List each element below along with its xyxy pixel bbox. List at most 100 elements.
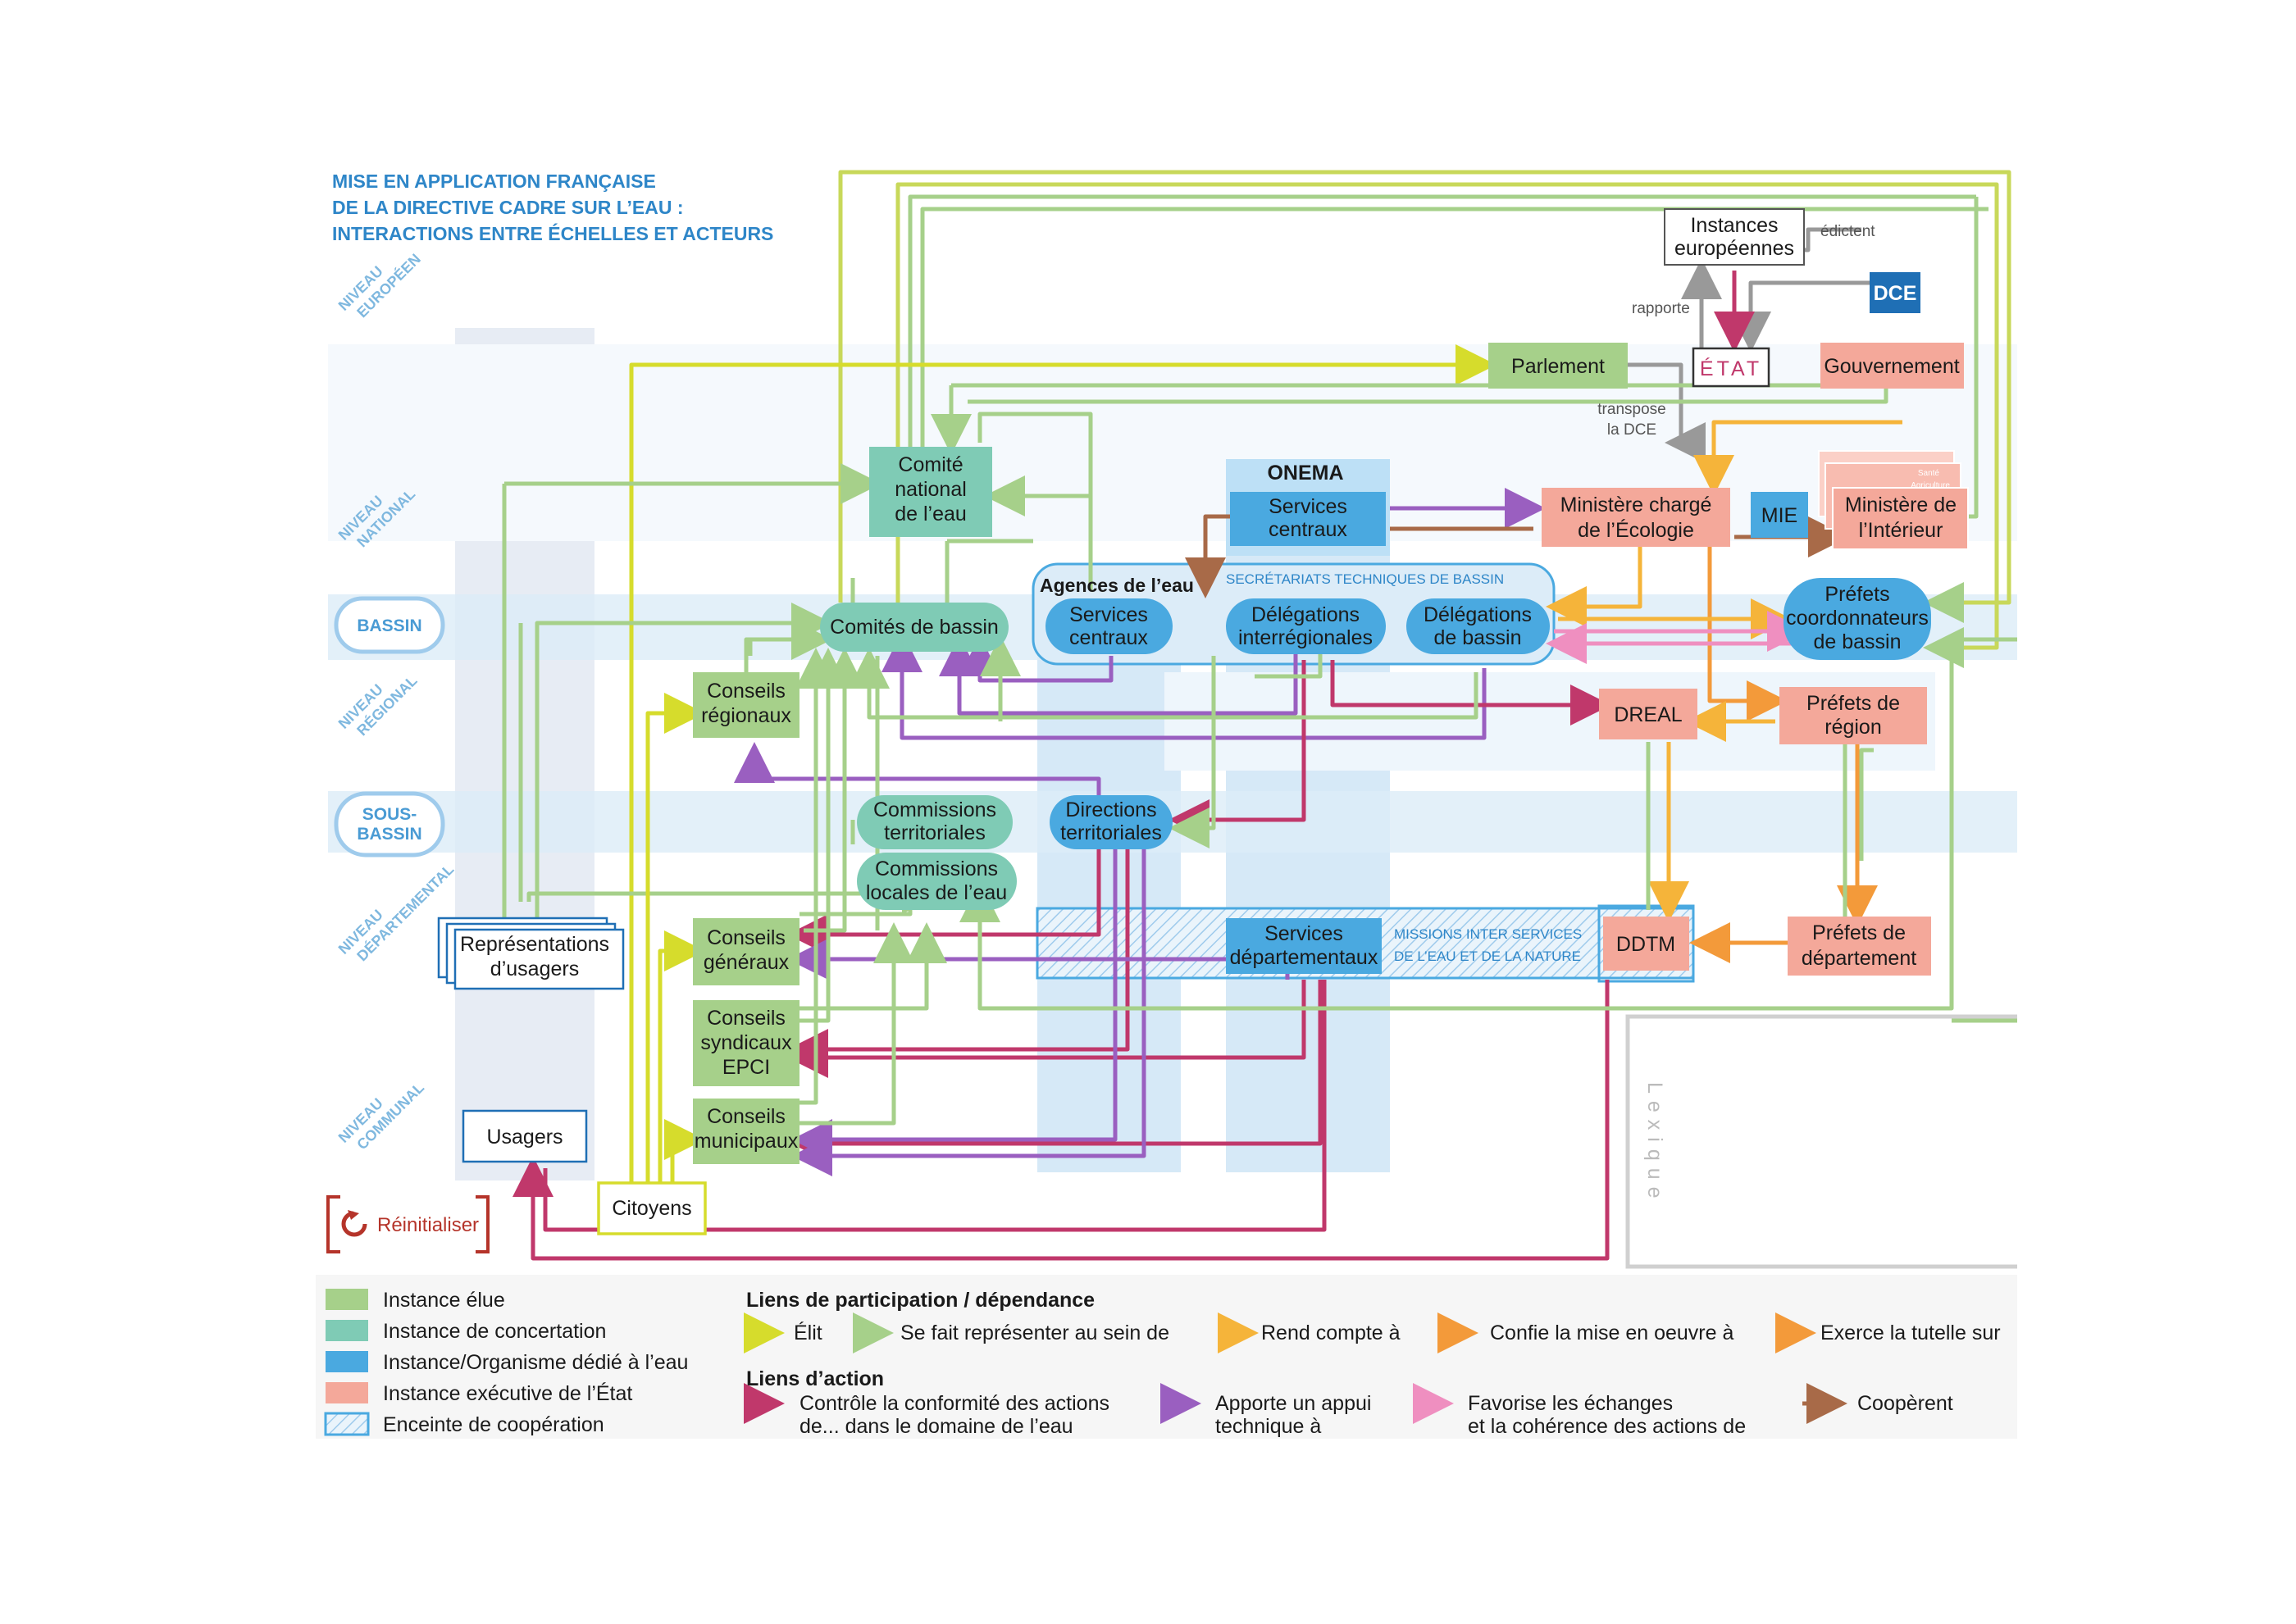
legend-participation-title: Liens de participation / dépendance: [746, 1289, 1095, 1312]
prefets-coordonnateurs-label-3: de bassin: [1813, 630, 1901, 653]
lexique-tab[interactable]: Lexique: [1625, 1014, 2017, 1269]
legend-action-controle-label-2: de... dans le domaine de l’eau: [800, 1415, 1073, 1438]
ministere-stack-small-2: Agriculture: [1911, 481, 1950, 490]
node-dreal[interactable]: DREAL: [1599, 689, 1697, 739]
prefets-departement-label-1: Préfets de: [1812, 921, 1906, 944]
legend-swatch-eau: [326, 1351, 368, 1372]
onema-services-centraux-label-1: Services: [1269, 495, 1347, 518]
conseils-generaux-label-1: Conseils: [707, 926, 786, 949]
secretariats-label: SECRÉTARIATS TECHNIQUES DE BASSIN: [1226, 571, 1504, 587]
gouvernement-label: Gouvernement: [1824, 355, 1959, 378]
band-pill-sous-bassin[interactable]: SOUS- BASSIN: [334, 791, 445, 857]
etat-label: ÉTAT: [1700, 357, 1762, 380]
node-instances-europeennes[interactable]: Instances européennes: [1664, 208, 1805, 266]
node-delegations-bassin[interactable]: Délégations de bassin: [1406, 598, 1550, 654]
node-usagers[interactable]: Usagers: [462, 1109, 588, 1163]
node-ministere-interieur[interactable]: Santé Agriculture Ministère de l’Intérie…: [1818, 450, 1969, 550]
conseils-regionaux-label-1: Conseils: [707, 680, 786, 703]
legend-participation-elit: Élit: [744, 1312, 822, 1353]
legend-action-appui: Apporte un appui technique à: [1160, 1383, 1371, 1438]
conseils-municipaux-label-2: municipaux: [695, 1130, 799, 1153]
node-conseils-regionaux[interactable]: Conseils régionaux: [693, 672, 800, 738]
edge-label-edictent: édictent: [1820, 223, 1875, 240]
ministere-interieur-label-2: l’Intérieur: [1859, 519, 1943, 542]
node-ministere-ecologie[interactable]: Ministère chargé de l’Écologie: [1542, 488, 1730, 547]
node-parlement[interactable]: Parlement: [1488, 343, 1628, 389]
missions-label-1: MISSIONS INTER SERVICES: [1394, 926, 1582, 942]
usagers-label: Usagers: [486, 1126, 563, 1149]
title-line-3: INTERACTIONS ENTRE ÉCHELLES ET ACTEURS: [332, 222, 773, 244]
node-comites-bassin[interactable]: Comités de bassin: [820, 603, 1009, 652]
legend-type-elue: Instance élue: [383, 1289, 505, 1312]
legend-swatch-concertation: [326, 1320, 368, 1341]
node-prefets-departement[interactable]: Préfets de département: [1788, 917, 1931, 976]
title-line-2: DE LA DIRECTIVE CADRE SUR L’EAU :: [332, 197, 684, 218]
node-prefets-region[interactable]: Préfets de région: [1779, 687, 1927, 744]
background-layers: [328, 328, 2017, 1180]
ministere-ecologie-label-2: de l’Écologie: [1578, 518, 1694, 542]
legend-participation-represente: Se fait représenter au sein de: [853, 1312, 1169, 1353]
node-conseils-municipaux[interactable]: Conseils municipaux: [693, 1099, 800, 1164]
comite-national-label-2: national: [895, 478, 967, 501]
node-etat[interactable]: ÉTAT: [1692, 347, 1770, 388]
agences-eau-title: Agences de l’eau: [1040, 575, 1194, 596]
node-commissions-territoriales[interactable]: Commissions territoriales: [857, 795, 1013, 849]
legend-type-concertation: Instance de concertation: [383, 1320, 606, 1343]
legend-participation-elit-label: Élit: [794, 1321, 822, 1344]
node-representations-usagers[interactable]: Représentations d’usagers: [437, 917, 625, 990]
prefets-departement-label-2: département: [1802, 947, 1916, 970]
directions-territoriales-label-1: Directions: [1065, 798, 1156, 821]
citoyens-label: Citoyens: [612, 1197, 691, 1220]
legend-swatch-elue: [326, 1289, 368, 1310]
legend-swatch-etat: [326, 1382, 368, 1403]
legend-type-eau: Instance/Organisme dédié à l’eau: [383, 1351, 688, 1374]
prefets-region-label-2: région: [1824, 716, 1882, 739]
node-mie[interactable]: MIE: [1751, 492, 1808, 538]
node-onema-services-centraux[interactable]: Services centraux: [1230, 492, 1386, 546]
node-agences-services-centraux[interactable]: Services centraux: [1046, 598, 1173, 654]
band-sous-bassin-label-2: BASSIN: [357, 825, 421, 844]
legend-participation-tutelle-label: Exerce la tutelle sur: [1820, 1321, 2001, 1344]
conseils-syndicaux-label-3: EPCI: [722, 1056, 770, 1079]
legend-participation-confie: Confie la mise en oeuvre à: [1437, 1312, 1733, 1353]
node-citoyens[interactable]: Citoyens: [597, 1181, 707, 1235]
legend-action-favorise-label-2: et la cohérence des actions de: [1468, 1415, 1746, 1438]
conseils-syndicaux-label-2: syndicaux: [700, 1031, 792, 1054]
node-delegations-interregionales[interactable]: Délégations interrégionales: [1226, 598, 1386, 654]
commissions-territoriales-label-2: territoriales: [884, 821, 986, 844]
edge-label-transpose-2: la DCE: [1607, 421, 1656, 439]
node-commissions-locales[interactable]: Commissions locales de l’eau: [857, 853, 1017, 910]
band-bassin-label: BASSIN: [357, 616, 421, 635]
node-conseils-generaux[interactable]: Conseils généraux: [693, 918, 800, 985]
node-comite-national[interactable]: Comité national de l’eau: [869, 447, 992, 537]
ddtm-label: DDTM: [1616, 933, 1675, 956]
legend-action-cooperent: Coopèrent: [1802, 1383, 1953, 1424]
legend-participation-confie-label: Confie la mise en oeuvre à: [1490, 1321, 1733, 1344]
representations-usagers-label-1: Représentations: [460, 933, 609, 956]
comite-national-label-1: Comité: [898, 453, 963, 476]
diagram-title: MISE EN APPLICATION FRANÇAISE DE LA DIRE…: [332, 171, 773, 244]
legend-action-controle: Contrôle la conformité des actions de...…: [744, 1383, 1109, 1438]
services-departementaux-label-1: Services: [1264, 922, 1343, 945]
ministere-stack-small-1: Santé: [1918, 469, 1940, 478]
onema-title: ONEMA: [1267, 462, 1343, 484]
commissions-locales-label-2: locales de l’eau: [866, 881, 1007, 904]
prefets-coordonnateurs-label-1: Préfets: [1824, 583, 1889, 606]
reset-button[interactable]: Réinitialiser: [326, 1195, 490, 1253]
edge-label-transpose-1: transpose: [1597, 401, 1665, 418]
ministere-interieur-label-1: Ministère de: [1845, 494, 1957, 516]
node-gouvernement[interactable]: Gouvernement: [1820, 343, 1964, 389]
lexique-label: Lexique: [1643, 1082, 1666, 1206]
node-dce[interactable]: DCE: [1870, 272, 1920, 313]
node-directions-territoriales[interactable]: Directions territoriales: [1050, 795, 1173, 849]
band-pill-bassin[interactable]: BASSIN: [334, 596, 445, 654]
legend-action-appui-label-1: Apporte un appui: [1215, 1392, 1371, 1415]
node-services-departementaux[interactable]: Services départementaux: [1226, 918, 1382, 974]
representations-usagers-label-2: d’usagers: [490, 958, 579, 980]
node-conseils-syndicaux[interactable]: Conseils syndicaux EPCI: [693, 1000, 800, 1086]
node-ddtm[interactable]: DDTM: [1603, 917, 1689, 971]
legend-action-favorise: Favorise les échanges et la cohérence de…: [1413, 1383, 1746, 1438]
missions-label-2: DE L’EAU ET DE LA NATURE: [1394, 948, 1581, 964]
node-prefets-coordonnateurs[interactable]: Préfets coordonnateurs de bassin: [1784, 578, 1931, 660]
